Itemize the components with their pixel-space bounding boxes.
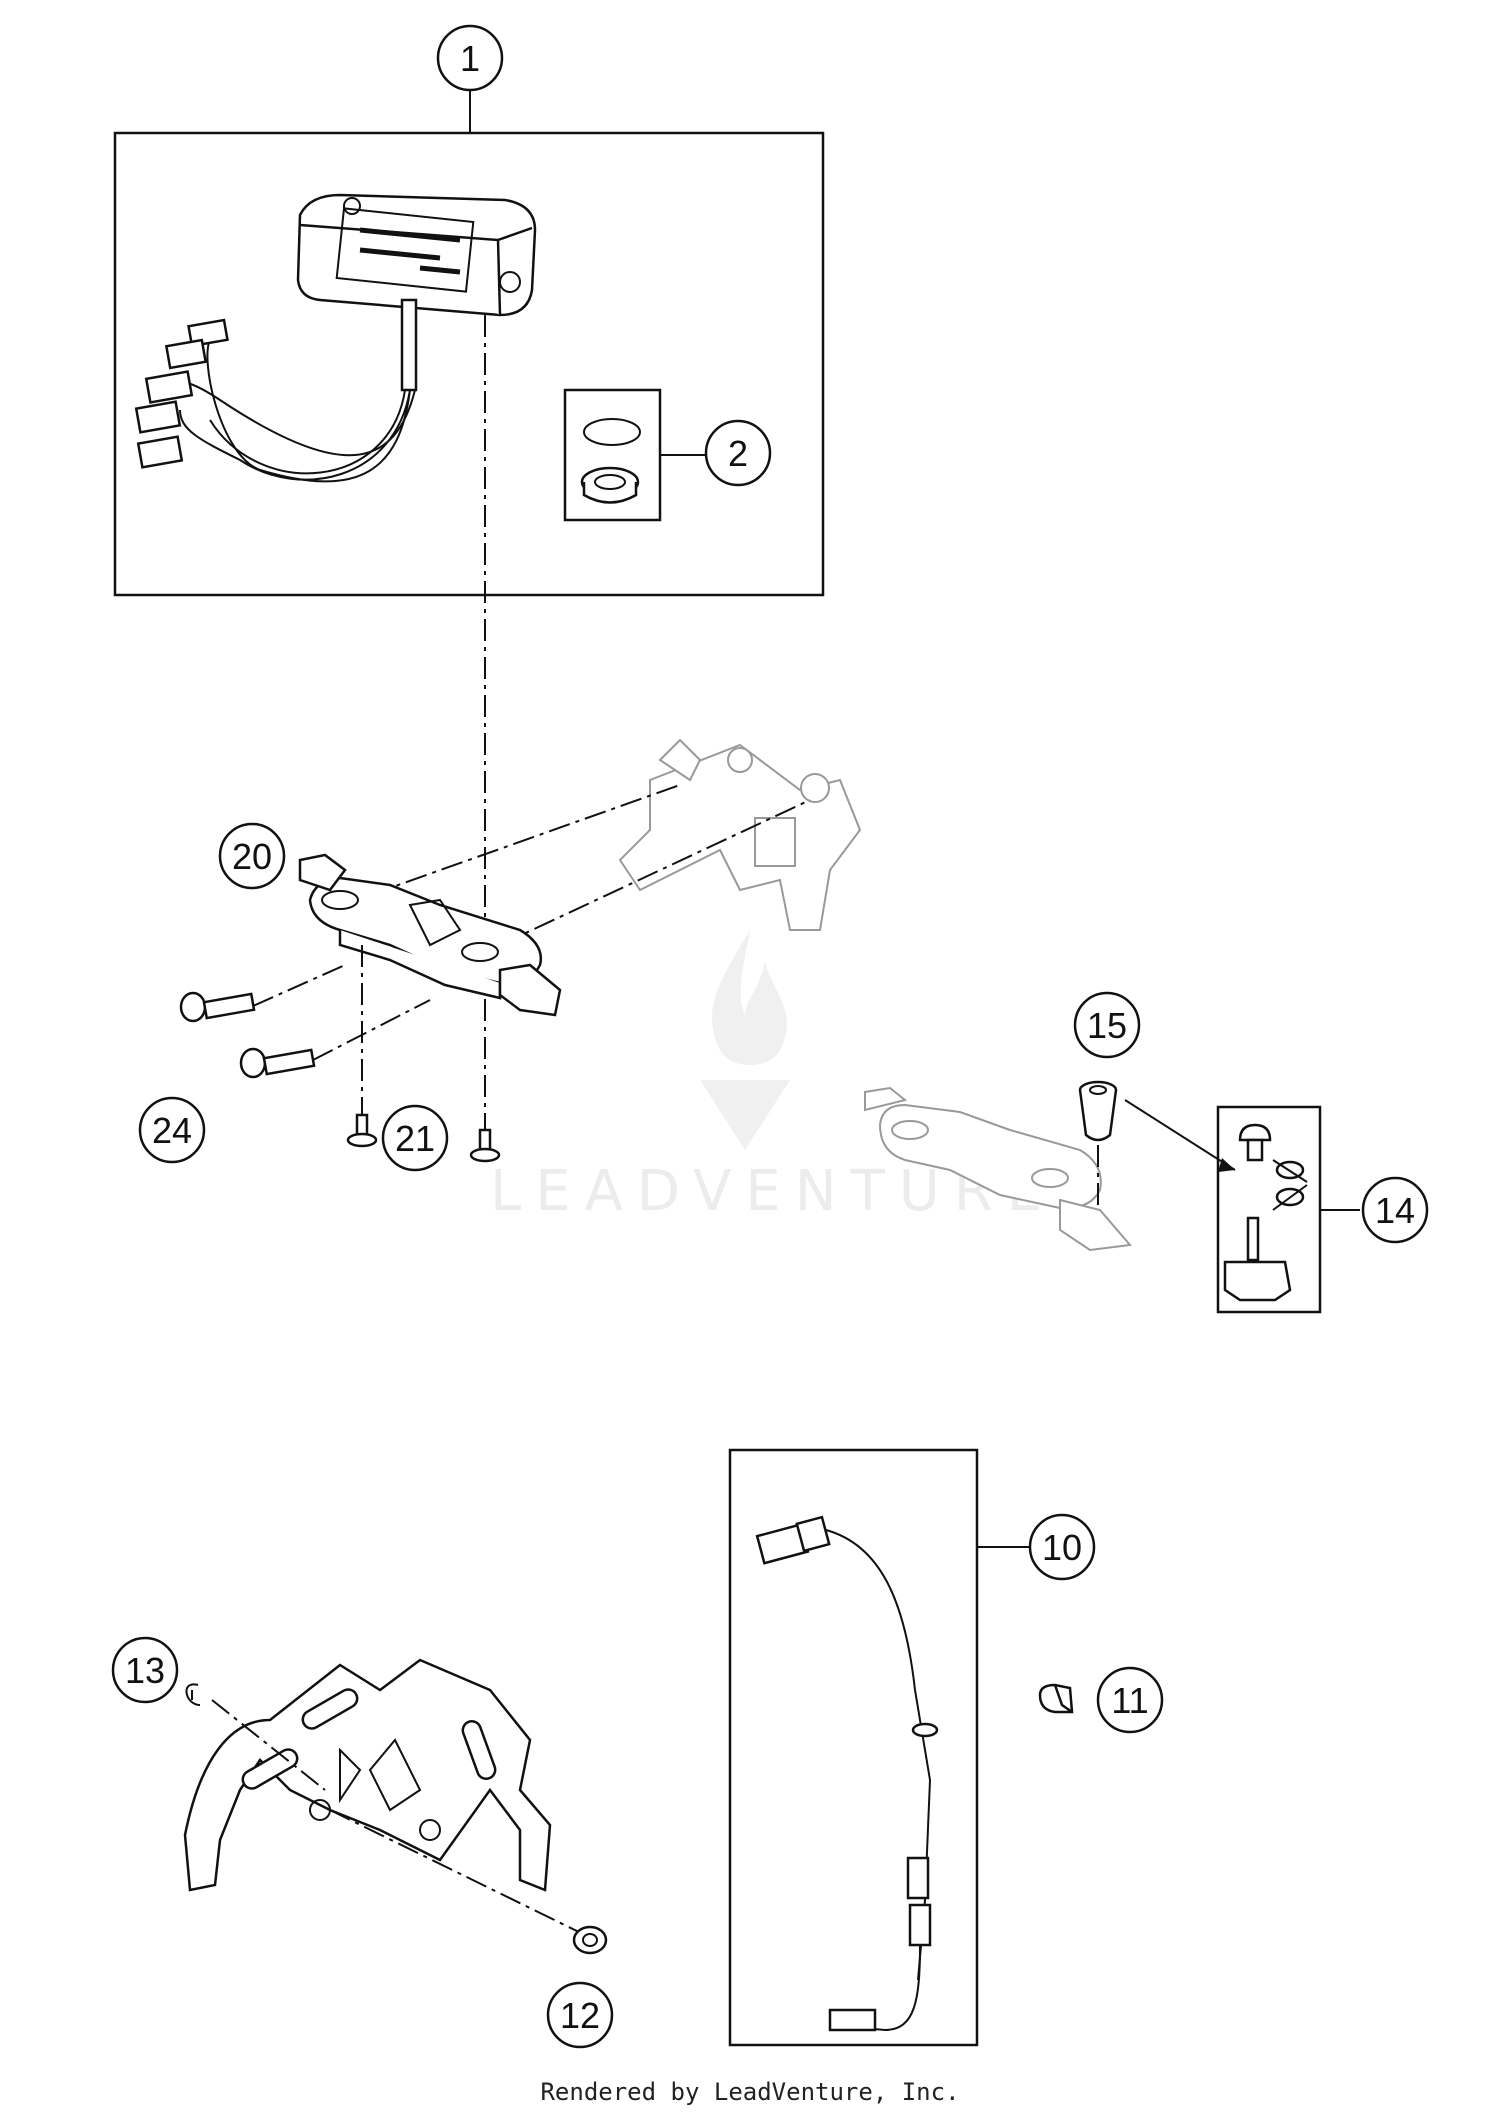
- rubber-grommet: [1078, 1080, 1118, 1142]
- svg-text:10: 10: [1042, 1527, 1082, 1568]
- cable-clip: [1038, 1683, 1074, 1714]
- wheel-speed-sensor: [755, 1515, 939, 2032]
- callout-1: 1: [436, 24, 504, 92]
- spacer-bush: [572, 1925, 608, 1955]
- svg-text:13: 13: [125, 1650, 165, 1691]
- svg-text:2: 2: [728, 433, 748, 474]
- svg-text:1: 1: [460, 38, 480, 79]
- brake-disc: [183, 1658, 552, 1892]
- callout-14: 14: [1361, 1176, 1429, 1244]
- svg-text:14: 14: [1375, 1190, 1415, 1231]
- screw-right: [469, 1128, 501, 1163]
- sensor-cable-box: [728, 1448, 979, 2047]
- svg-text:24: 24: [152, 1110, 192, 1151]
- svg-text:15: 15: [1087, 1005, 1127, 1046]
- callout-12: 12: [546, 1981, 614, 2049]
- instrument-bracket: [298, 853, 562, 1017]
- faded-bracket: [864, 1086, 1132, 1252]
- callout-13: 13: [111, 1636, 179, 1704]
- render-credit: Rendered by LeadVenture, Inc.: [540, 2078, 960, 2106]
- dashboard-display: [296, 193, 537, 317]
- screw-left: [346, 1113, 378, 1148]
- mounting-kit: [1223, 1123, 1308, 1302]
- grommet-kit: [580, 418, 641, 504]
- svg-text:21: 21: [395, 1118, 435, 1159]
- callout-15: 15: [1073, 991, 1141, 1059]
- faded-frame-part: [618, 738, 862, 931]
- svg-text:12: 12: [560, 1995, 600, 2036]
- circlip: [185, 1683, 201, 1706]
- display-wiring-harness: [134, 298, 418, 483]
- flange-bolt-lower: [239, 1047, 316, 1079]
- callout-24: 24: [138, 1096, 206, 1164]
- callout-21: 21: [381, 1104, 449, 1172]
- callout-10: 10: [1028, 1513, 1096, 1581]
- callout-2: 2: [704, 419, 772, 487]
- callout-20: 20: [218, 822, 286, 890]
- svg-text:20: 20: [232, 836, 272, 877]
- callout-11: 11: [1096, 1666, 1164, 1734]
- svg-text:11: 11: [1111, 1680, 1148, 1721]
- flange-bolt-upper: [179, 991, 256, 1023]
